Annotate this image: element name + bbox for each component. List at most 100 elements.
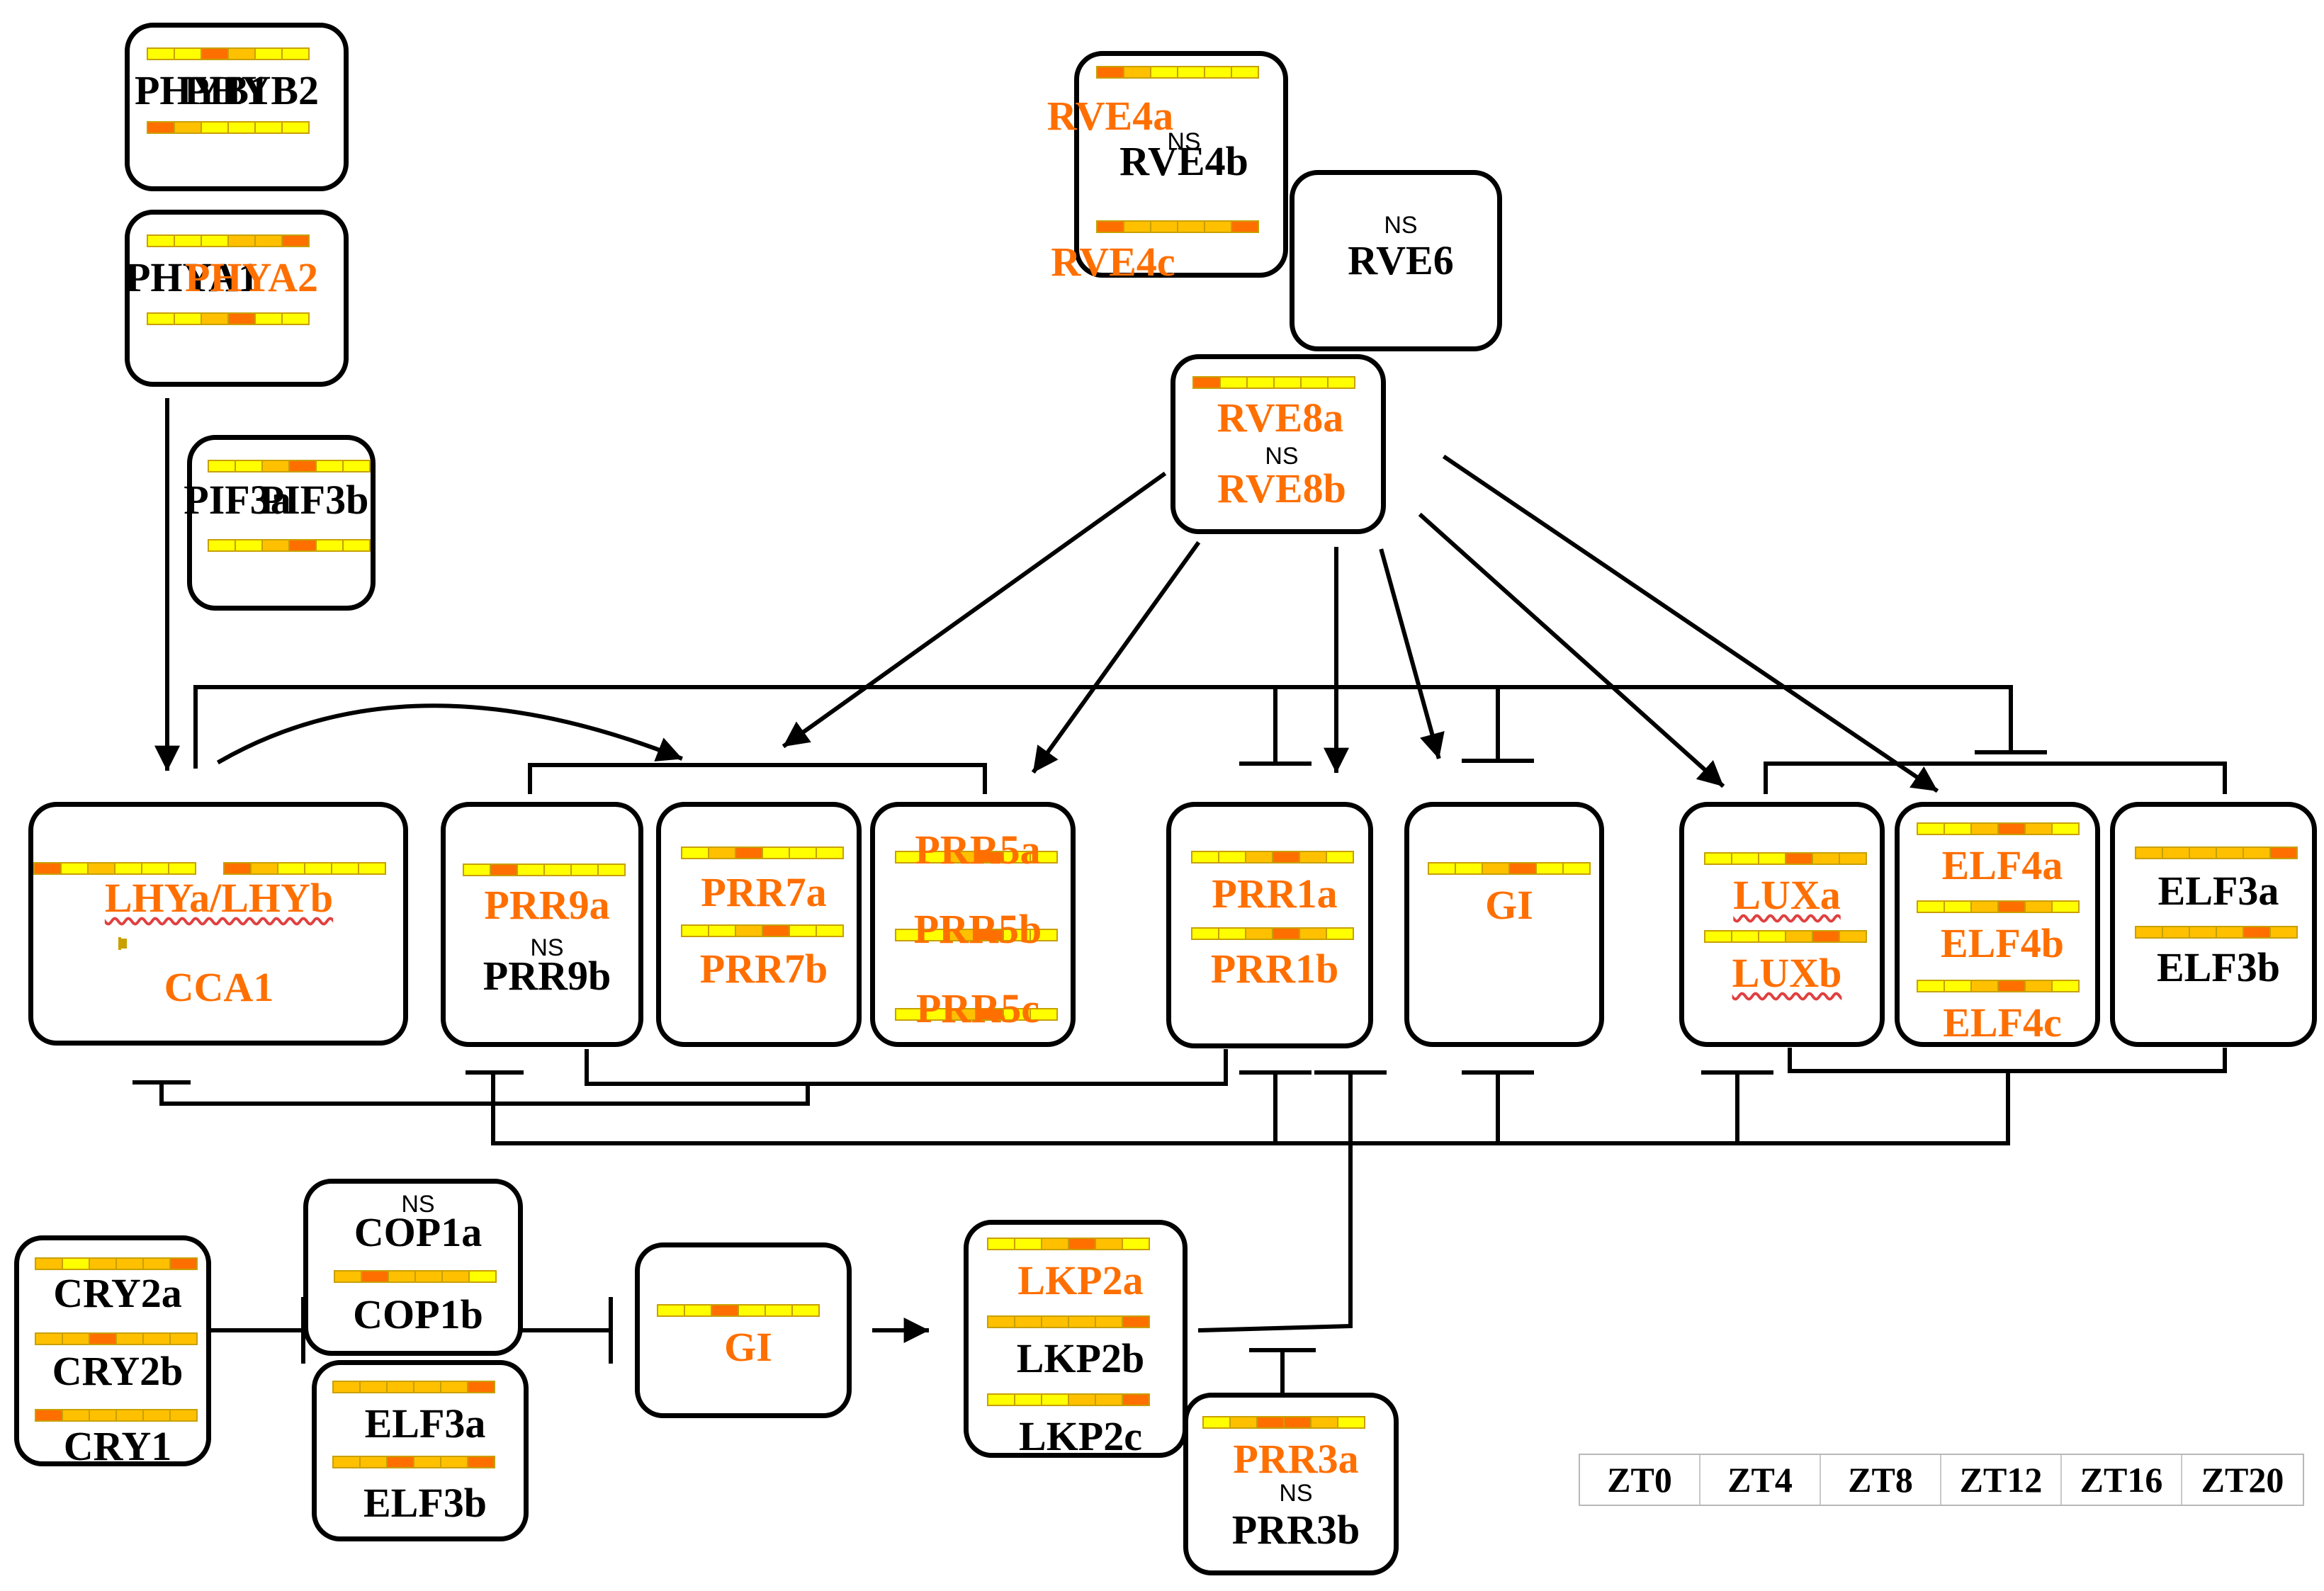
heatmap-cell [468, 1457, 494, 1467]
heatmap-cell [468, 1382, 494, 1392]
heatmap-cell [1732, 932, 1759, 941]
expression-heatmap [1917, 822, 2080, 835]
heatmap-cell [1759, 932, 1786, 941]
heatmap-cell [1258, 1417, 1285, 1427]
gene-label: RVE6 [1348, 237, 1454, 283]
heatmap-cell [1096, 1239, 1123, 1249]
heatmap-cell [202, 314, 229, 324]
heatmap-cell [1564, 864, 1589, 873]
heatmap-cell [441, 1457, 468, 1467]
heatmap-cell [283, 123, 308, 132]
heatmap-cell [388, 1382, 414, 1392]
expression-heatmap [895, 929, 1058, 941]
heatmap-cell [1031, 930, 1056, 940]
gene-label: LKP2b [1016, 1335, 1145, 1381]
heatmap-cell [117, 1410, 144, 1420]
heatmap-cell [1004, 1009, 1031, 1019]
heatmap-cell [1221, 378, 1248, 387]
gene-label: ELF4a [1941, 842, 2063, 888]
heatmap-cell [896, 852, 923, 862]
heatmap-cell [709, 926, 736, 936]
heatmap-cell [1219, 852, 1246, 862]
heatmap-cell [332, 864, 359, 873]
heatmap-cell [1192, 852, 1219, 862]
heatmap-cell [491, 865, 518, 875]
heatmap-cell [1151, 67, 1178, 77]
heatmap-cell [2053, 824, 2078, 834]
heatmap-cell [1069, 1317, 1096, 1327]
heatmap-cell [263, 461, 290, 471]
heatmap-cell [1124, 222, 1151, 232]
gene-label: PRR5c [916, 985, 1039, 1031]
heatmap-cell [709, 848, 736, 858]
heatmap-cell [2026, 981, 2053, 991]
heatmap-cell [1123, 1395, 1149, 1405]
heatmap-cell [1972, 824, 1999, 834]
heatmap-cell [283, 49, 308, 59]
heatmap-cell [2163, 848, 2190, 858]
heatmap-cell [169, 864, 195, 873]
heatmap-cell [1327, 929, 1353, 939]
expression-heatmap [681, 924, 844, 937]
heatmap-cell [1205, 222, 1232, 232]
heatmap-cell [256, 236, 283, 246]
heatmap-cell [1302, 378, 1329, 387]
heatmap-cell [1204, 1417, 1231, 1427]
heatmap-cell [209, 461, 236, 471]
heatmap-cell [1705, 932, 1732, 941]
heatmap-cell [236, 540, 263, 550]
heatmap-cell [414, 1382, 441, 1392]
heatmap-cell [236, 461, 263, 471]
heatmap-cell [1042, 1395, 1069, 1405]
heatmap-cell [1042, 1317, 1069, 1327]
expression-heatmap [1428, 862, 1591, 875]
heatmap-cell [175, 314, 202, 324]
expression-heatmap [1096, 66, 1259, 79]
heatmap-cell [2136, 927, 2163, 937]
gene-label: PRR1a [1212, 871, 1338, 917]
arrow-rve8-to-elf4 [1442, 454, 1939, 793]
gene-node-gi1: GI [1404, 802, 1604, 1047]
heatmap-cell [120, 939, 121, 949]
zt-label: ZT12 [1941, 1455, 2062, 1505]
gene-label: PRR7a [701, 869, 827, 915]
heatmap-cell [1205, 67, 1232, 77]
heatmap-cell [977, 930, 1004, 940]
heatmap-cell [1999, 981, 2026, 991]
heatmap-cell [977, 1009, 1004, 1019]
gene-label: ELF3b [363, 1480, 487, 1526]
heatmap-cell [171, 1334, 196, 1344]
heatmap-cell [148, 236, 175, 246]
expression-heatmap [147, 312, 310, 325]
heatmap-cell [988, 1317, 1015, 1327]
gene-node-gi2: GI [635, 1242, 852, 1418]
expression-heatmap [657, 1304, 820, 1317]
heatmap-cell [1483, 864, 1510, 873]
heatmap-cell [229, 236, 256, 246]
expression-heatmap [223, 862, 386, 875]
heatmap-cell [1300, 929, 1327, 939]
heatmap-cell [1004, 930, 1031, 940]
heatmap-cell [817, 926, 842, 936]
gene-label: PRR3a [1233, 1436, 1359, 1482]
heatmap-cell [414, 1457, 441, 1467]
heatmap-cell [518, 865, 545, 875]
heatmap-cell [950, 852, 977, 862]
arrow-rve8-to-prr7 [782, 471, 1167, 749]
expression-heatmap [332, 1456, 495, 1468]
heatmap-cell [790, 848, 817, 858]
heatmap-cell [2190, 848, 2217, 858]
zt-label: ZT8 [1821, 1455, 1941, 1505]
heatmap-cell [148, 314, 175, 324]
gene-label: CCA1 [164, 964, 274, 1010]
heatmap-cell [361, 1382, 388, 1392]
expression-heatmap [1191, 851, 1354, 864]
heatmap-cell [1069, 1395, 1096, 1405]
